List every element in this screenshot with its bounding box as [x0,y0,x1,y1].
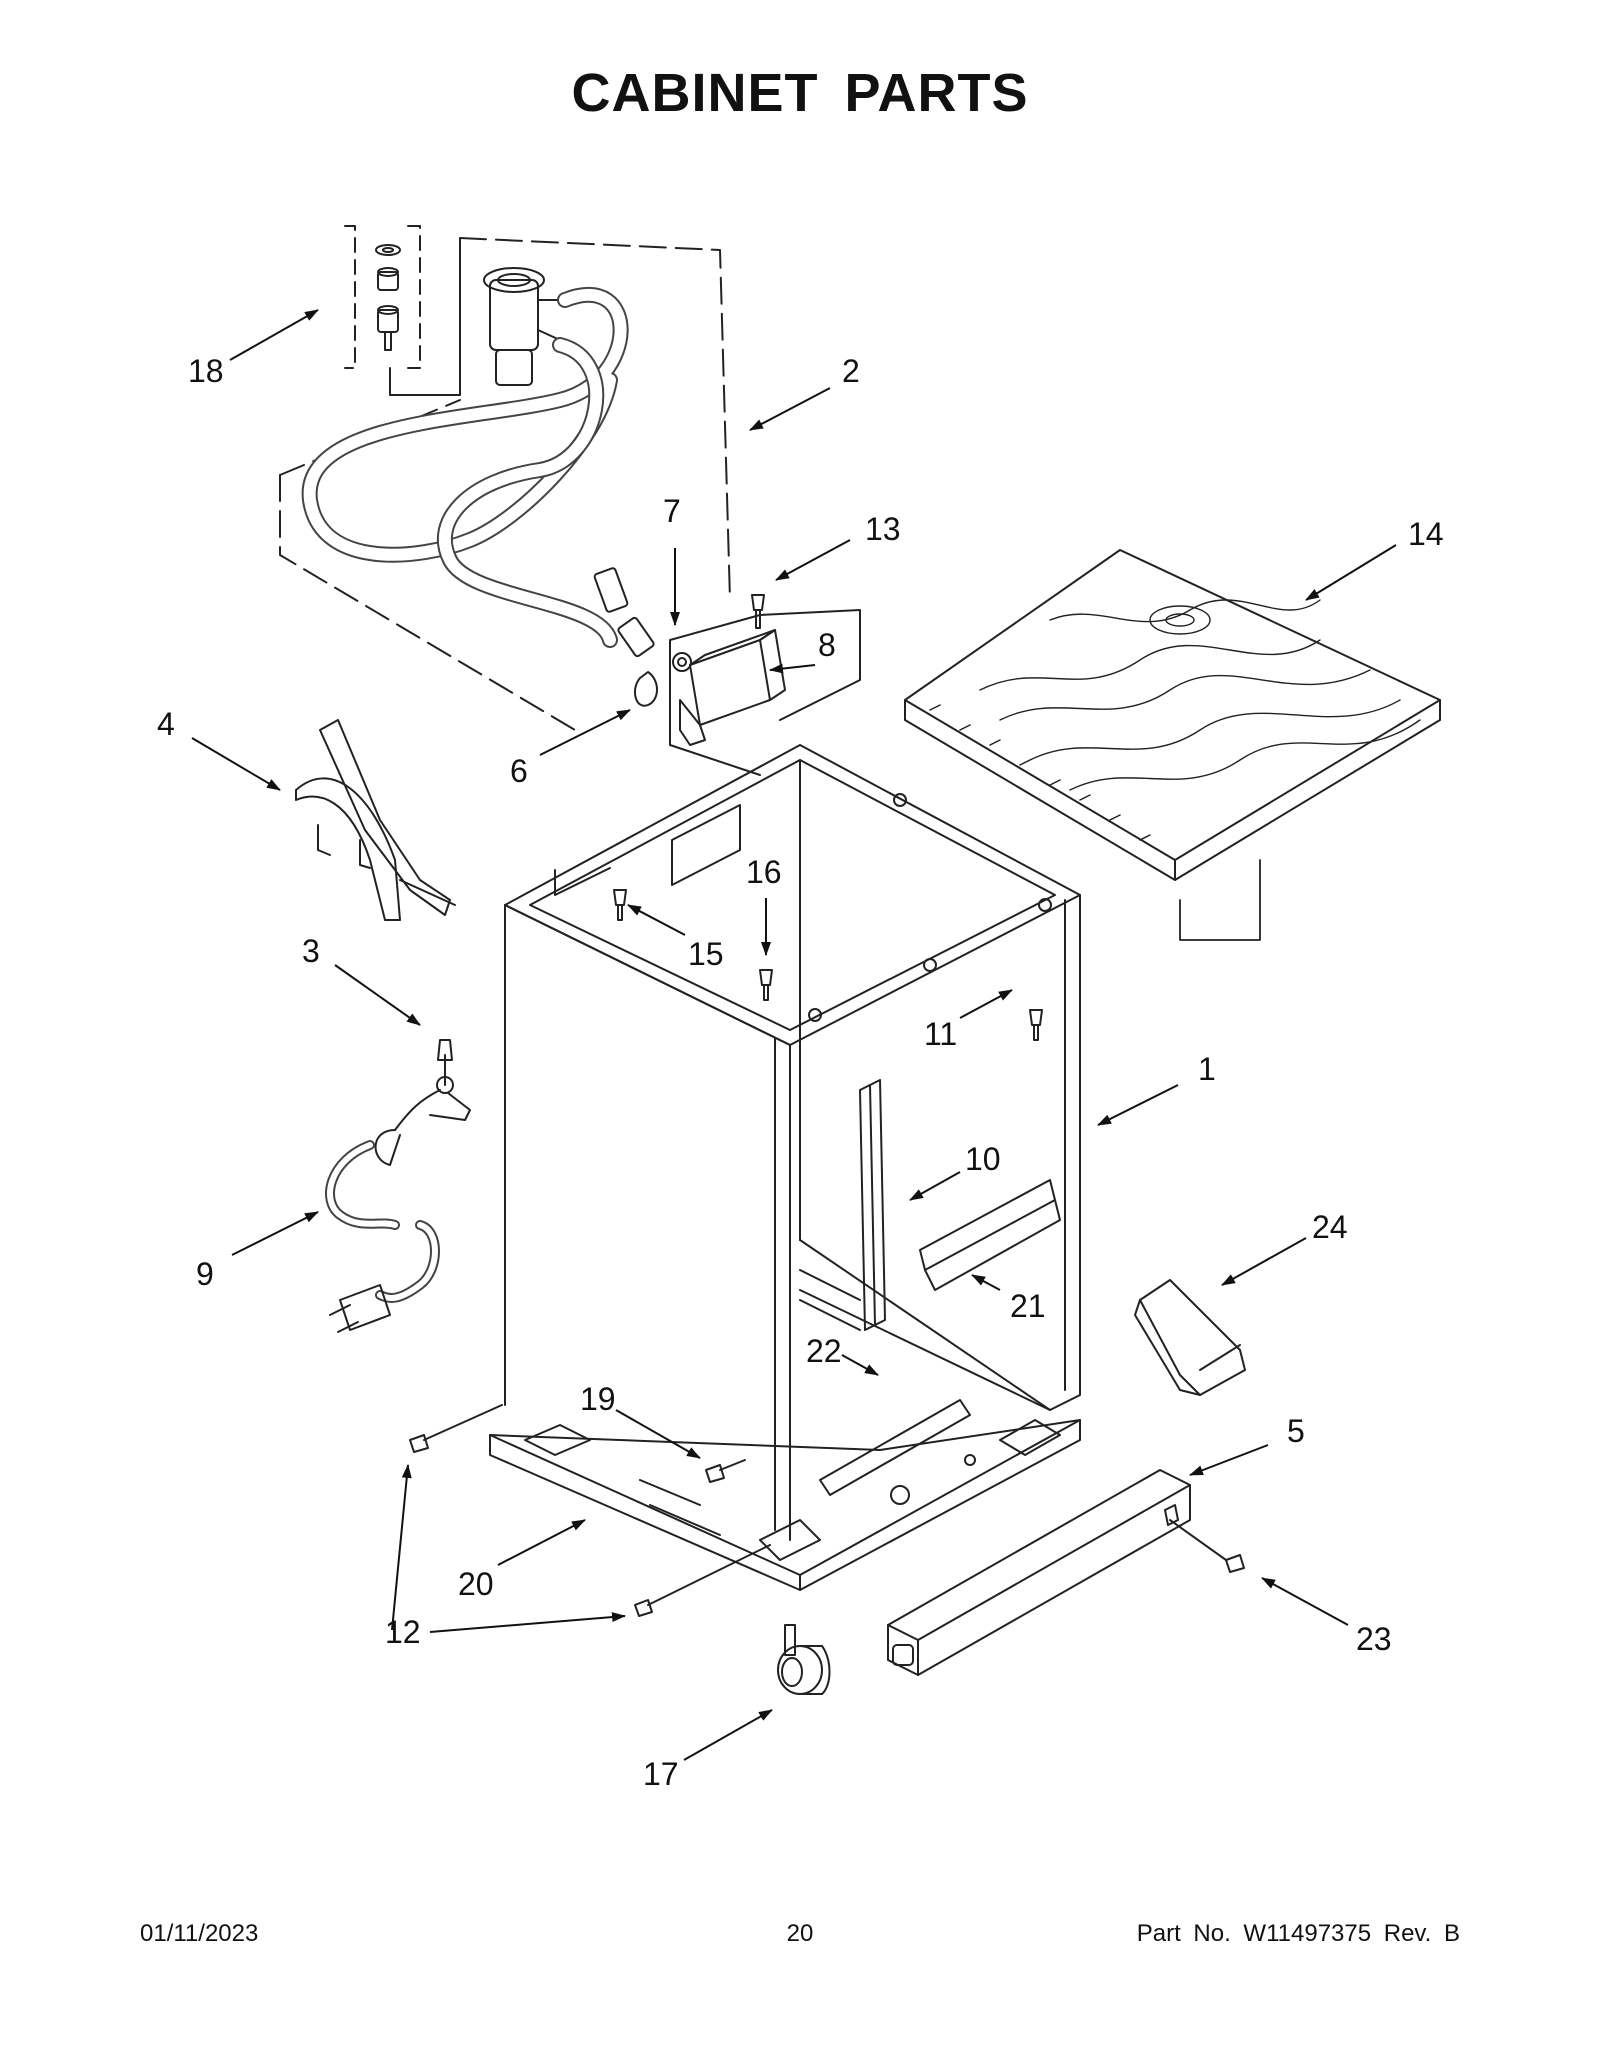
leader-arrow-15 [627,904,686,936]
callout-16: 16 [746,854,782,890]
callout-19: 19 [580,1381,616,1417]
callout-6: 6 [510,753,528,789]
callout-4: 4 [157,706,175,742]
screws [409,889,1245,1617]
power-cord [325,1039,471,1333]
caster-wheel [777,1624,831,1695]
leader-arrow-14 [1305,544,1397,601]
cabinet-base [489,1399,1081,1591]
leader-arrow-21 [971,1274,1001,1291]
rear-bracket [295,719,456,921]
leader-arrow-13 [775,539,851,581]
callout-8: 8 [818,627,836,663]
callout-24: 24 [1312,1209,1348,1245]
leader-arrow-18 [229,309,319,361]
callout-18: 18 [188,353,224,389]
footer-date: 01/11/2023 [140,1920,259,1947]
leader-arrow-17 [683,1709,773,1761]
leader-arrow-11 [959,989,1013,1019]
leader-arrow-1 [1097,1084,1179,1126]
callout-20: 20 [458,1566,494,1602]
leader-arrow-8 [769,663,816,674]
front-kick-plate [887,1469,1191,1676]
leader-arrow-22 [841,1354,879,1376]
leader-arrow-5 [1189,1444,1269,1476]
callout-1: 1 [1198,1051,1216,1087]
callout-7: 7 [663,493,681,529]
leader-arrow-3 [334,964,421,1026]
callout-5: 5 [1287,1413,1305,1449]
callout-17: 17 [643,1756,679,1792]
callout-22: 22 [806,1333,842,1369]
page-title: CABINET PARTS [571,63,1029,123]
leader-arrow-10 [909,1171,961,1201]
callout-9: 9 [196,1256,214,1292]
countertop-panel [904,549,1441,941]
leader-arrow-12b [429,1612,626,1633]
inlet-screen-parts [344,225,461,396]
footer-page-number: 20 [786,1920,814,1947]
control-box [633,594,861,776]
leader-arrow-2 [749,387,831,431]
leader-arrow-6 [539,709,631,756]
side-bracket [1134,1279,1246,1396]
callout-3: 3 [302,933,320,969]
callout-12: 12 [385,1614,421,1650]
washer-cabinet [504,744,1081,1541]
inlet-hose-assembly [279,237,731,731]
callout-15: 15 [688,936,724,972]
leader-arrow-12a [391,1464,412,1631]
callout-21: 21 [1010,1288,1046,1324]
leader-arrow-20 [497,1519,586,1566]
callout-23: 23 [1356,1621,1392,1657]
callout-13: 13 [865,511,901,547]
callout-2: 2 [842,353,860,389]
callout-10: 10 [965,1141,1001,1177]
leader-arrow-19 [615,1409,701,1459]
leader-arrow-24 [1221,1237,1307,1286]
callout-11: 11 [924,1016,957,1052]
leader-arrow-23 [1261,1577,1349,1626]
callout-14: 14 [1408,516,1444,552]
leader-arrow-9 [231,1211,319,1256]
footer-part-number: Part No. W11497375 Rev. B [1136,1920,1460,1947]
leader-arrow-4 [191,737,281,791]
